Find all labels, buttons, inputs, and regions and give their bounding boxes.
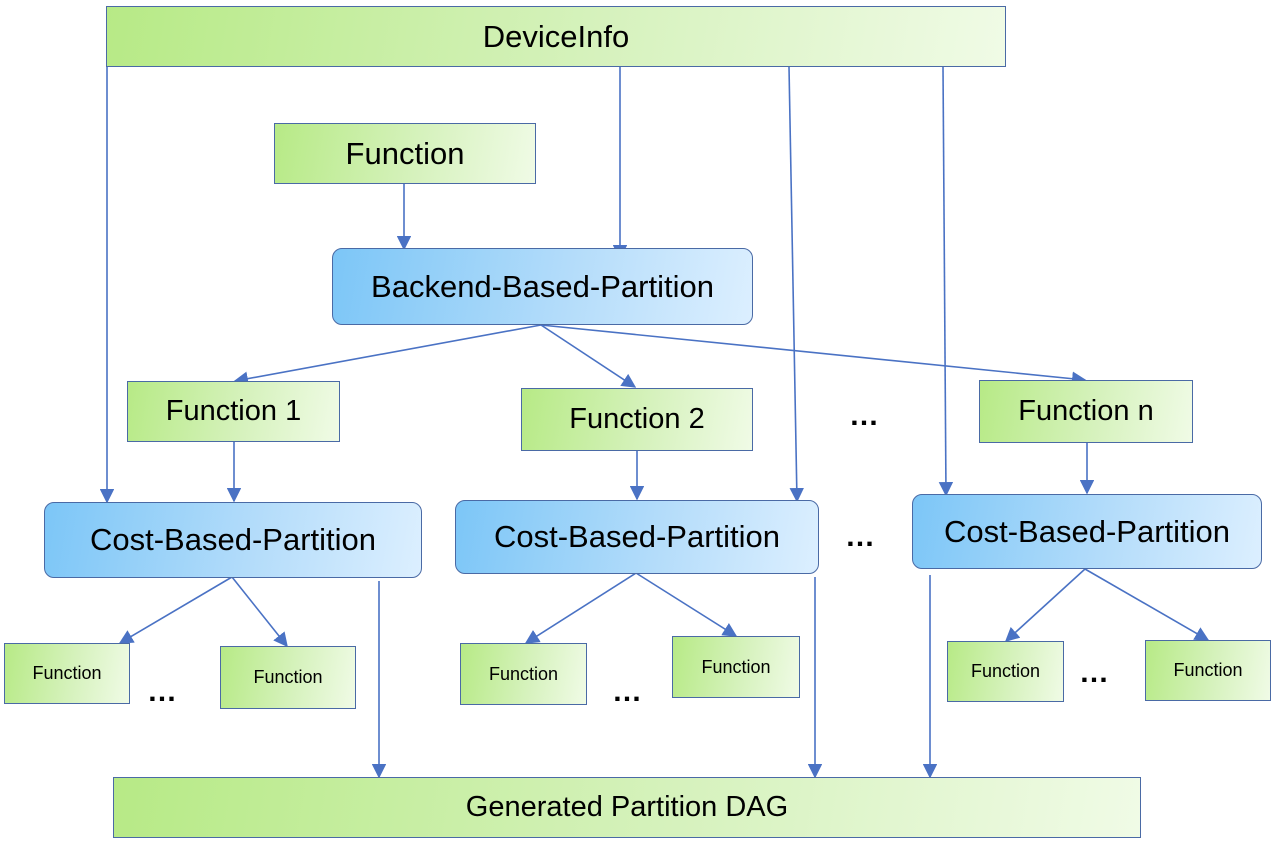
- function-input-label: Function: [345, 135, 465, 171]
- cost-partition-2-label: Cost-Based-Partition: [493, 519, 780, 554]
- sub-function-1a-box: Function: [4, 643, 130, 704]
- cost-partition-n-label: Cost-Based-Partition: [943, 513, 1230, 549]
- edge-backend-to-function-2: [540, 324, 637, 388]
- backend-partition-box: Backend-Based-Partition: [332, 248, 753, 325]
- sub-function-1b-label: Function: [253, 667, 323, 687]
- sub-function-1b-box: Function: [220, 646, 356, 709]
- ellipsis-functions: …: [849, 399, 880, 432]
- sub-function-2b-box: Function: [672, 636, 800, 698]
- function-2-box: Function 2: [521, 388, 753, 451]
- device-info-box: DeviceInfo: [106, 6, 1006, 67]
- sub-function-nb-label: Function: [1173, 660, 1243, 680]
- function-n-box: Function n: [979, 380, 1193, 443]
- edge-deviceinfo-to-cost-2: [788, 66, 804, 503]
- output-dag-label: Generated Partition DAG: [465, 791, 789, 823]
- ellipsis-sub-1: …: [147, 675, 178, 708]
- function-1-label: Function 1: [165, 395, 302, 427]
- cost-partition-1-label: Cost-Based-Partition: [89, 522, 376, 557]
- edge-backend-to-function-1: [233, 324, 542, 386]
- function-input-box: Function: [274, 123, 536, 184]
- output-dag-box: Generated Partition DAG: [113, 777, 1141, 838]
- edge-cost-1-to-sub-1a: [118, 576, 233, 644]
- edge-cost-2-to-sub-2a: [524, 572, 637, 644]
- sub-function-2a-box: Function: [460, 643, 587, 705]
- edge-cost-n-to-sub-na: [1004, 568, 1086, 642]
- cost-partition-1-box: Cost-Based-Partition: [44, 502, 422, 578]
- edge-cost-n-to-sub-nb: [1084, 568, 1210, 641]
- sub-function-2a-label: Function: [488, 663, 559, 684]
- edge-cost-1-to-sub-1b: [231, 576, 288, 648]
- device-info-label: DeviceInfo: [482, 18, 630, 54]
- sub-function-na-label: Function: [970, 661, 1041, 681]
- ellipsis-sub-n: …: [1079, 656, 1110, 689]
- function-2-label: Function 2: [569, 403, 705, 435]
- edge-cost-2-to-sub-2b: [635, 572, 738, 637]
- ellipsis-partitions: …: [845, 520, 876, 553]
- function-1-box: Function 1: [127, 381, 340, 442]
- sub-function-nb-box: Function: [1145, 640, 1271, 701]
- cost-partition-2-box: Cost-Based-Partition: [455, 500, 819, 574]
- sub-function-1a-label: Function: [32, 663, 102, 683]
- edge-deviceinfo-to-cost-n: [938, 66, 954, 497]
- edge-backend-to-function-n: [540, 324, 1087, 386]
- sub-function-na-box: Function: [947, 641, 1064, 702]
- function-n-label: Function n: [1018, 395, 1154, 427]
- sub-function-2b-label: Function: [701, 656, 771, 677]
- ellipsis-sub-2: …: [612, 675, 643, 708]
- cost-partition-n-box: Cost-Based-Partition: [912, 494, 1262, 569]
- backend-partition-label: Backend-Based-Partition: [371, 268, 714, 304]
